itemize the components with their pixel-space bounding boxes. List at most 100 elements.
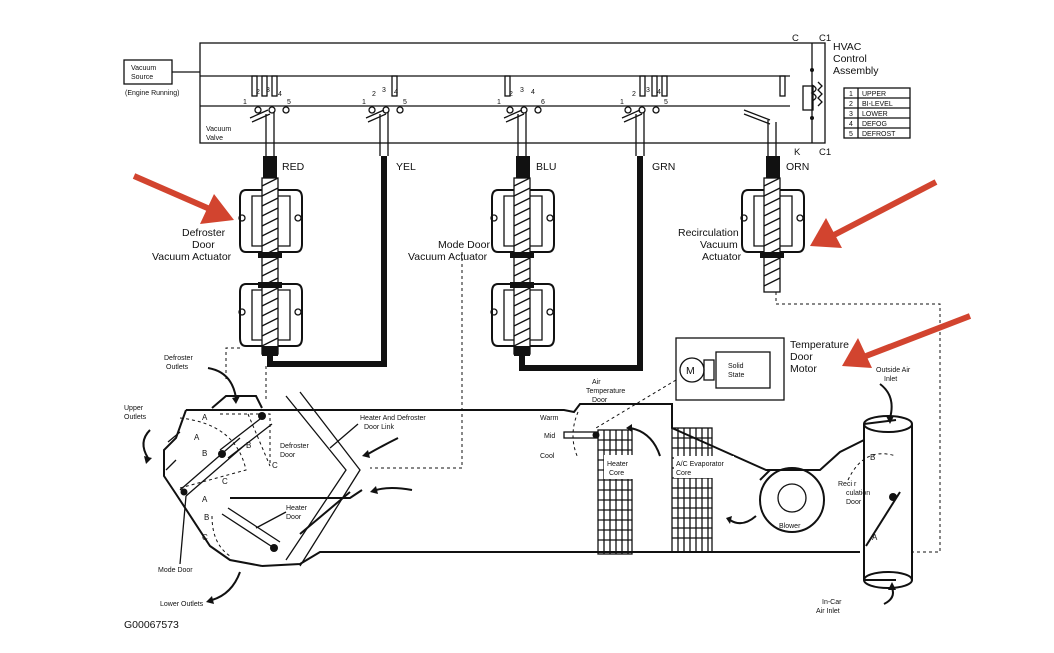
svg-text:3: 3 xyxy=(520,87,524,94)
svg-text:B: B xyxy=(204,513,209,522)
svg-text:UPPER: UPPER xyxy=(862,91,886,98)
red-callout-arrows xyxy=(132,173,972,368)
svg-text:Outlets: Outlets xyxy=(124,414,147,421)
air-temperature-door: Air Temperature Door Warm Mid Cool xyxy=(540,379,625,460)
warm-label: Warm xyxy=(540,415,559,422)
defroster-door-vacuum-actuator: Defroster Door Vacuum Actuator xyxy=(152,177,303,356)
arrow-defroster-actuator xyxy=(132,173,234,224)
svg-text:Actuator: Actuator xyxy=(702,251,742,263)
svg-text:Door: Door xyxy=(192,239,215,251)
lower-outlets-label: Lower Outlets xyxy=(160,601,204,608)
hvac-control-assembly: C C1 K C1 HVAC Control Assembly xyxy=(199,33,879,158)
svg-text:5: 5 xyxy=(664,99,668,106)
svg-text:A: A xyxy=(202,413,208,422)
svg-text:Mode Door: Mode Door xyxy=(438,239,490,251)
mode-doors: A A B B C C A B C B A xyxy=(179,412,878,557)
svg-text:Door: Door xyxy=(790,351,813,363)
svg-text:Defroster: Defroster xyxy=(280,443,309,450)
svg-text:Outlets: Outlets xyxy=(166,364,189,371)
figure-id: G00067573 xyxy=(124,619,179,631)
hvac-title-line3: Assembly xyxy=(833,65,879,77)
svg-text:Door: Door xyxy=(846,499,862,506)
legend-row: 2 BI-LEVEL xyxy=(849,101,893,108)
svg-text:1: 1 xyxy=(849,91,853,98)
svg-text:Valve: Valve xyxy=(206,135,223,142)
svg-text:LOWER: LOWER xyxy=(862,111,888,118)
svg-text:5: 5 xyxy=(849,131,853,138)
legend-row: 4 DEFOG xyxy=(849,121,887,128)
svg-text:Reci r: Reci r xyxy=(838,481,857,488)
valve-levers xyxy=(249,109,777,156)
svg-text:1: 1 xyxy=(497,99,501,106)
svg-text:Vacuum: Vacuum xyxy=(131,65,156,72)
svg-text:Vacuum: Vacuum xyxy=(700,239,738,251)
svg-text:2: 2 xyxy=(849,101,853,108)
svg-text:A: A xyxy=(872,533,878,542)
svg-text:B: B xyxy=(246,441,251,450)
svg-text:3: 3 xyxy=(849,111,853,118)
linkage-dashed-lines xyxy=(225,252,941,553)
arrow-recirculation-actuator xyxy=(810,179,938,248)
mode-legend-table: 1 UPPER 2 BI-LEVEL 3 LOWER 4 DEFOG 5 DEF… xyxy=(843,87,911,139)
svg-text:C: C xyxy=(202,533,208,542)
svg-text:C: C xyxy=(222,477,228,486)
legend-row: 3 LOWER xyxy=(849,111,888,118)
svg-text:4: 4 xyxy=(657,89,661,96)
svg-text:BI-LEVEL: BI-LEVEL xyxy=(862,101,893,108)
hose-grn-label: GRN xyxy=(652,161,675,173)
svg-text:Air: Air xyxy=(592,379,601,386)
svg-text:Door: Door xyxy=(280,452,296,459)
terminal-k-label: K xyxy=(794,147,801,158)
airflow-arrows xyxy=(142,367,896,605)
svg-text:State: State xyxy=(728,372,744,379)
svg-text:Vacuum Actuator: Vacuum Actuator xyxy=(408,251,488,263)
svg-text:Door Link: Door Link xyxy=(364,424,394,431)
svg-text:B: B xyxy=(202,449,207,458)
svg-text:In-Car: In-Car xyxy=(822,599,842,606)
mid-label: Mid xyxy=(544,433,555,440)
svg-text:3: 3 xyxy=(382,87,386,94)
hvac-title-line1: HVAC xyxy=(833,41,862,53)
heater-core: Heater Core xyxy=(597,429,634,555)
svg-text:Vacuum Actuator: Vacuum Actuator xyxy=(152,251,232,263)
svg-text:Door: Door xyxy=(286,514,302,521)
svg-text:DEFOG: DEFOG xyxy=(862,121,887,128)
svg-text:Motor: Motor xyxy=(790,363,817,375)
mode-door-label: Mode Door xyxy=(158,567,193,574)
hose-yel-label: YEL xyxy=(396,161,416,173)
svg-text:A: A xyxy=(202,495,208,504)
vacuum-valve-ports: 1 2 3 4 5 1 2 3 4 5 1 2 3 4 6 1 2 3 4 5 xyxy=(243,75,786,114)
svg-text:Outside Air: Outside Air xyxy=(876,367,911,374)
svg-text:Recirculation: Recirculation xyxy=(678,227,739,239)
svg-text:5: 5 xyxy=(403,99,407,106)
component-labels: Defroster Outlets Upper Outlets Heater A… xyxy=(124,355,911,631)
svg-text:Core: Core xyxy=(609,470,624,477)
svg-text:B: B xyxy=(870,453,875,462)
svg-text:Solid: Solid xyxy=(728,363,744,370)
terminal-c-label: C xyxy=(792,33,799,44)
temperature-door-motor: M Solid State Temperature Door Motor xyxy=(675,337,849,401)
svg-text:1: 1 xyxy=(620,99,624,106)
svg-text:2: 2 xyxy=(509,91,513,98)
legend-row: 1 UPPER xyxy=(849,91,886,98)
hose-orn-label: ORN xyxy=(786,161,809,173)
svg-text:4: 4 xyxy=(394,89,398,96)
svg-text:3: 3 xyxy=(646,87,650,94)
svg-text:Inlet: Inlet xyxy=(884,376,897,383)
svg-text:Air Inlet: Air Inlet xyxy=(816,608,840,615)
ac-evaporator-core: A/C Evaporator Core xyxy=(671,427,734,553)
engine-running-label: (Engine Running) xyxy=(125,90,179,97)
svg-text:Temperature: Temperature xyxy=(586,388,625,395)
svg-text:Upper: Upper xyxy=(124,405,144,412)
blower-label: Blower xyxy=(779,523,801,530)
svg-text:Heater And Defroster: Heater And Defroster xyxy=(360,415,426,422)
svg-text:Heater: Heater xyxy=(286,505,308,512)
svg-text:1: 1 xyxy=(243,99,247,106)
svg-text:5: 5 xyxy=(287,99,291,106)
svg-text:Door: Door xyxy=(592,397,608,404)
svg-text:DEFROST: DEFROST xyxy=(862,131,896,138)
svg-text:2: 2 xyxy=(256,89,260,96)
svg-text:Heater: Heater xyxy=(607,461,629,468)
svg-text:4: 4 xyxy=(531,89,535,96)
svg-text:4: 4 xyxy=(849,121,853,128)
